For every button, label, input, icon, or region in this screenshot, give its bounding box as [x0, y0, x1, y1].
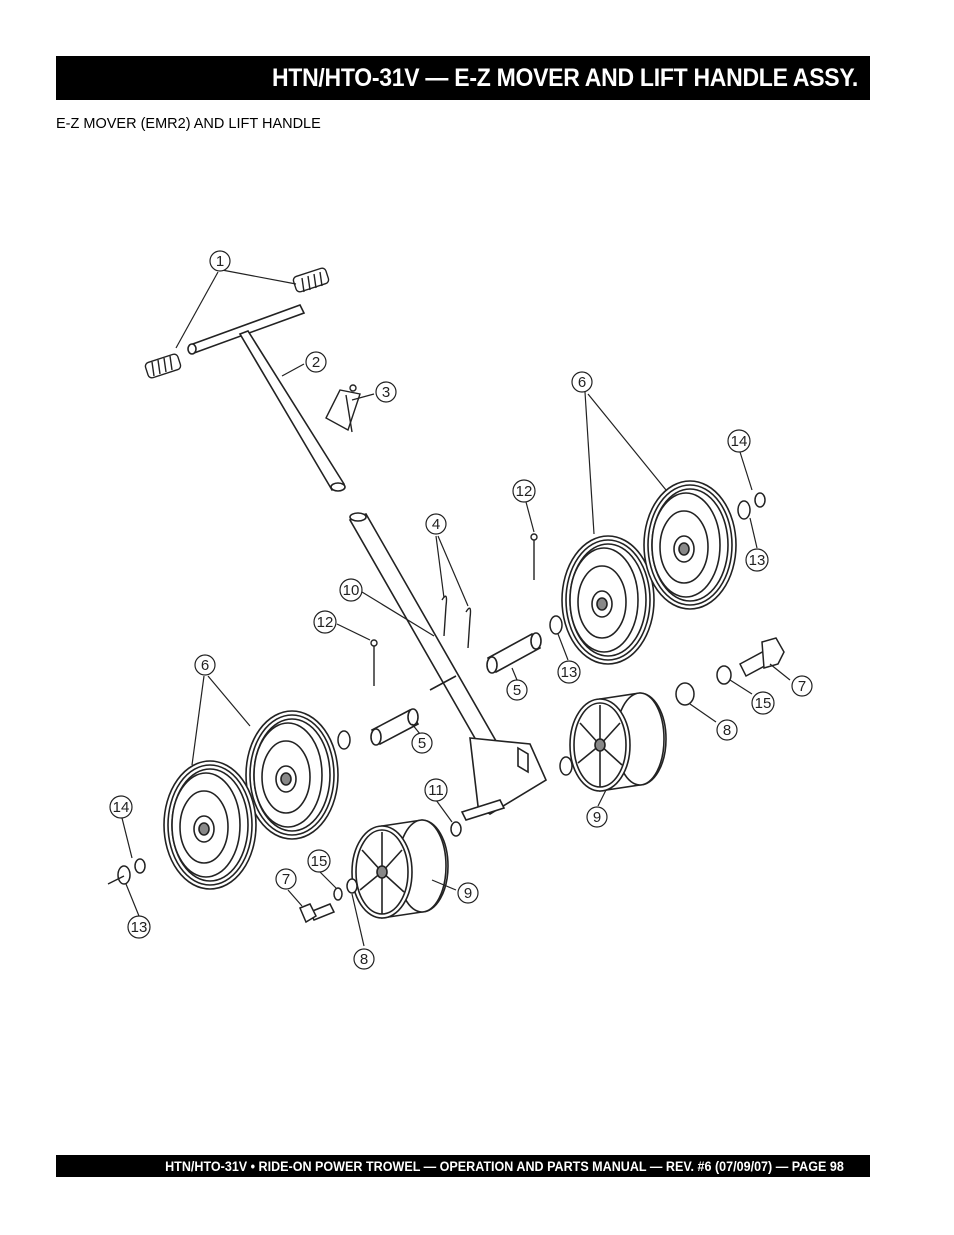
- callout-7b: 7: [282, 871, 290, 888]
- callout-labels: 1 2 3 4 5 5 6 6 7 7 8 8 9 9 10 11 12 12 …: [109, 250, 813, 970]
- retaining-clip: [325, 384, 361, 433]
- page-footer: HTN/HTO-31V • RIDE-ON POWER TROWEL — OPE…: [165, 1158, 844, 1174]
- callout-2: 2: [312, 354, 320, 371]
- caster-wheel-left: [351, 819, 449, 919]
- callout-1: 1: [216, 253, 224, 270]
- callout-14b: 14: [113, 799, 130, 816]
- callout-8b: 8: [360, 951, 368, 968]
- callout-5a: 5: [513, 682, 521, 699]
- mover-frame: [348, 512, 548, 821]
- callout-9a: 9: [593, 809, 601, 826]
- callout-10: 10: [343, 582, 360, 599]
- callout-6a: 6: [578, 374, 586, 391]
- callout-11: 11: [428, 782, 444, 799]
- page-title-bar: HTN/HTO-31V — E-Z MOVER AND LIFT HANDLE …: [56, 56, 870, 100]
- hair-pins: [370, 533, 538, 686]
- tire-rear-outer: [163, 760, 257, 890]
- callout-4: 4: [432, 516, 440, 533]
- callout-3: 3: [382, 384, 390, 401]
- callout-15b: 15: [311, 853, 328, 870]
- callout-12b: 12: [317, 614, 334, 631]
- bolt-right: [739, 637, 785, 678]
- leader-lines: [121, 269, 791, 947]
- callout-7a: 7: [798, 678, 806, 695]
- callout-12a: 12: [516, 483, 533, 500]
- page-title: HTN/HTO-31V — E-Z MOVER AND LIFT HANDLE …: [271, 63, 858, 92]
- callout-15a: 15: [755, 695, 772, 712]
- callout-8a: 8: [723, 722, 731, 739]
- callout-13a: 13: [749, 552, 766, 569]
- callout-5b: 5: [418, 735, 426, 752]
- axle-rear: [370, 708, 420, 746]
- diagram-subtitle: E-Z MOVER (EMR2) AND LIFT HANDLE: [56, 116, 321, 132]
- page-footer-bar: HTN/HTO-31V • RIDE-ON POWER TROWEL — OPE…: [56, 1155, 870, 1177]
- handle-grip-right: [292, 267, 330, 293]
- handle-grip-left: [144, 353, 182, 379]
- washers: [117, 492, 766, 901]
- caster-wheel-right: [569, 692, 667, 792]
- callout-13c: 13: [131, 919, 148, 936]
- axle-front: [486, 632, 542, 674]
- callout-13b: 13: [561, 664, 578, 681]
- callout-6b: 6: [201, 657, 209, 674]
- tire-front-inner: [561, 535, 655, 665]
- tire-front-outer: [643, 480, 737, 610]
- tire-rear-inner: [245, 710, 339, 840]
- callout-9b: 9: [464, 885, 472, 902]
- callout-14a: 14: [731, 433, 748, 450]
- lift-handle: [187, 304, 346, 492]
- bolt-left: [299, 903, 336, 924]
